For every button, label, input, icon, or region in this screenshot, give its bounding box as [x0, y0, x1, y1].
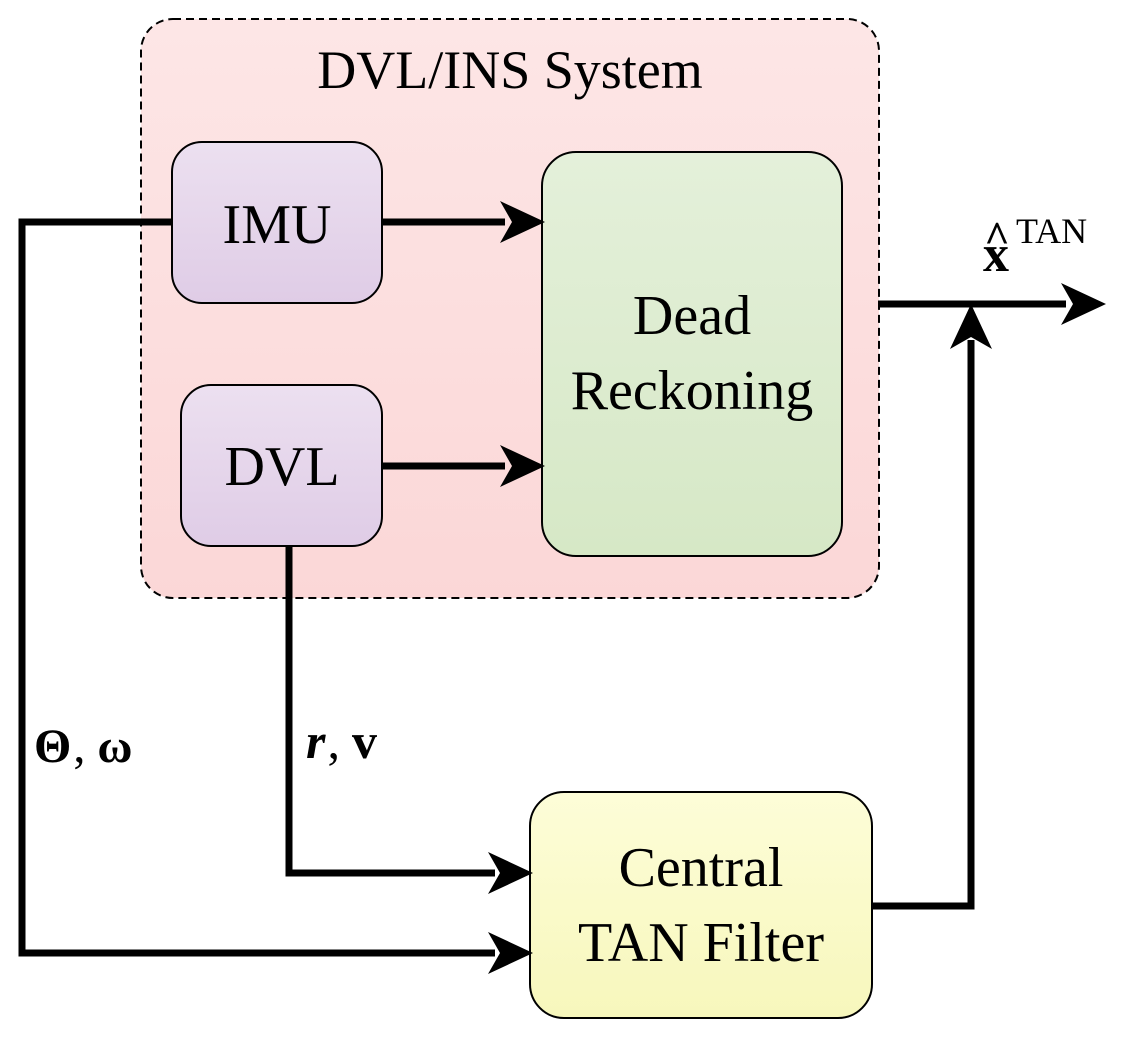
omega-symbol: ω [97, 720, 132, 773]
dvl-to-dead-reckoning-arrowhead [500, 445, 545, 487]
dead-reckoning-block [541, 151, 843, 557]
tan-filter-feedback-arrowhead [950, 304, 992, 349]
dvl-label: DVL [224, 436, 339, 498]
dvl-signal-separator: , [327, 713, 340, 769]
imu-to-tan-filter-arrowhead [488, 932, 533, 974]
imu-signal-label: Θ,ω [34, 720, 132, 773]
tan-filter-label-line1: Central [619, 837, 784, 899]
output-superscript: TAN [1016, 211, 1087, 251]
tan-filter-label-line2: TAN Filter [578, 912, 824, 974]
dead-reckoning-label-line1: Dead [633, 285, 751, 347]
dvl-to-tan-filter-arrowhead [488, 852, 533, 894]
dvl-to-tan-filter-line [285, 546, 495, 877]
imu-signal-separator: , [73, 720, 85, 773]
tan-filter-feedback-line [872, 340, 975, 910]
v-symbol: v [352, 713, 377, 769]
imu-label: IMU [223, 194, 332, 256]
theta-symbol: Θ [34, 720, 71, 773]
tan-filter-block [529, 791, 873, 1019]
output-symbol: x [983, 226, 1009, 283]
imu-to-dead-reckoning-arrowhead [500, 201, 545, 243]
r-symbol: r [306, 713, 326, 769]
output-arrowhead [1061, 283, 1106, 325]
system-title: DVL/INS System [317, 40, 703, 100]
dead-reckoning-label-line2: Reckoning [571, 360, 814, 422]
imu-to-tan-filter-line [18, 218, 495, 957]
output-hat: ^ [984, 213, 1010, 262]
dvl-signal-label: r,v [306, 713, 377, 769]
